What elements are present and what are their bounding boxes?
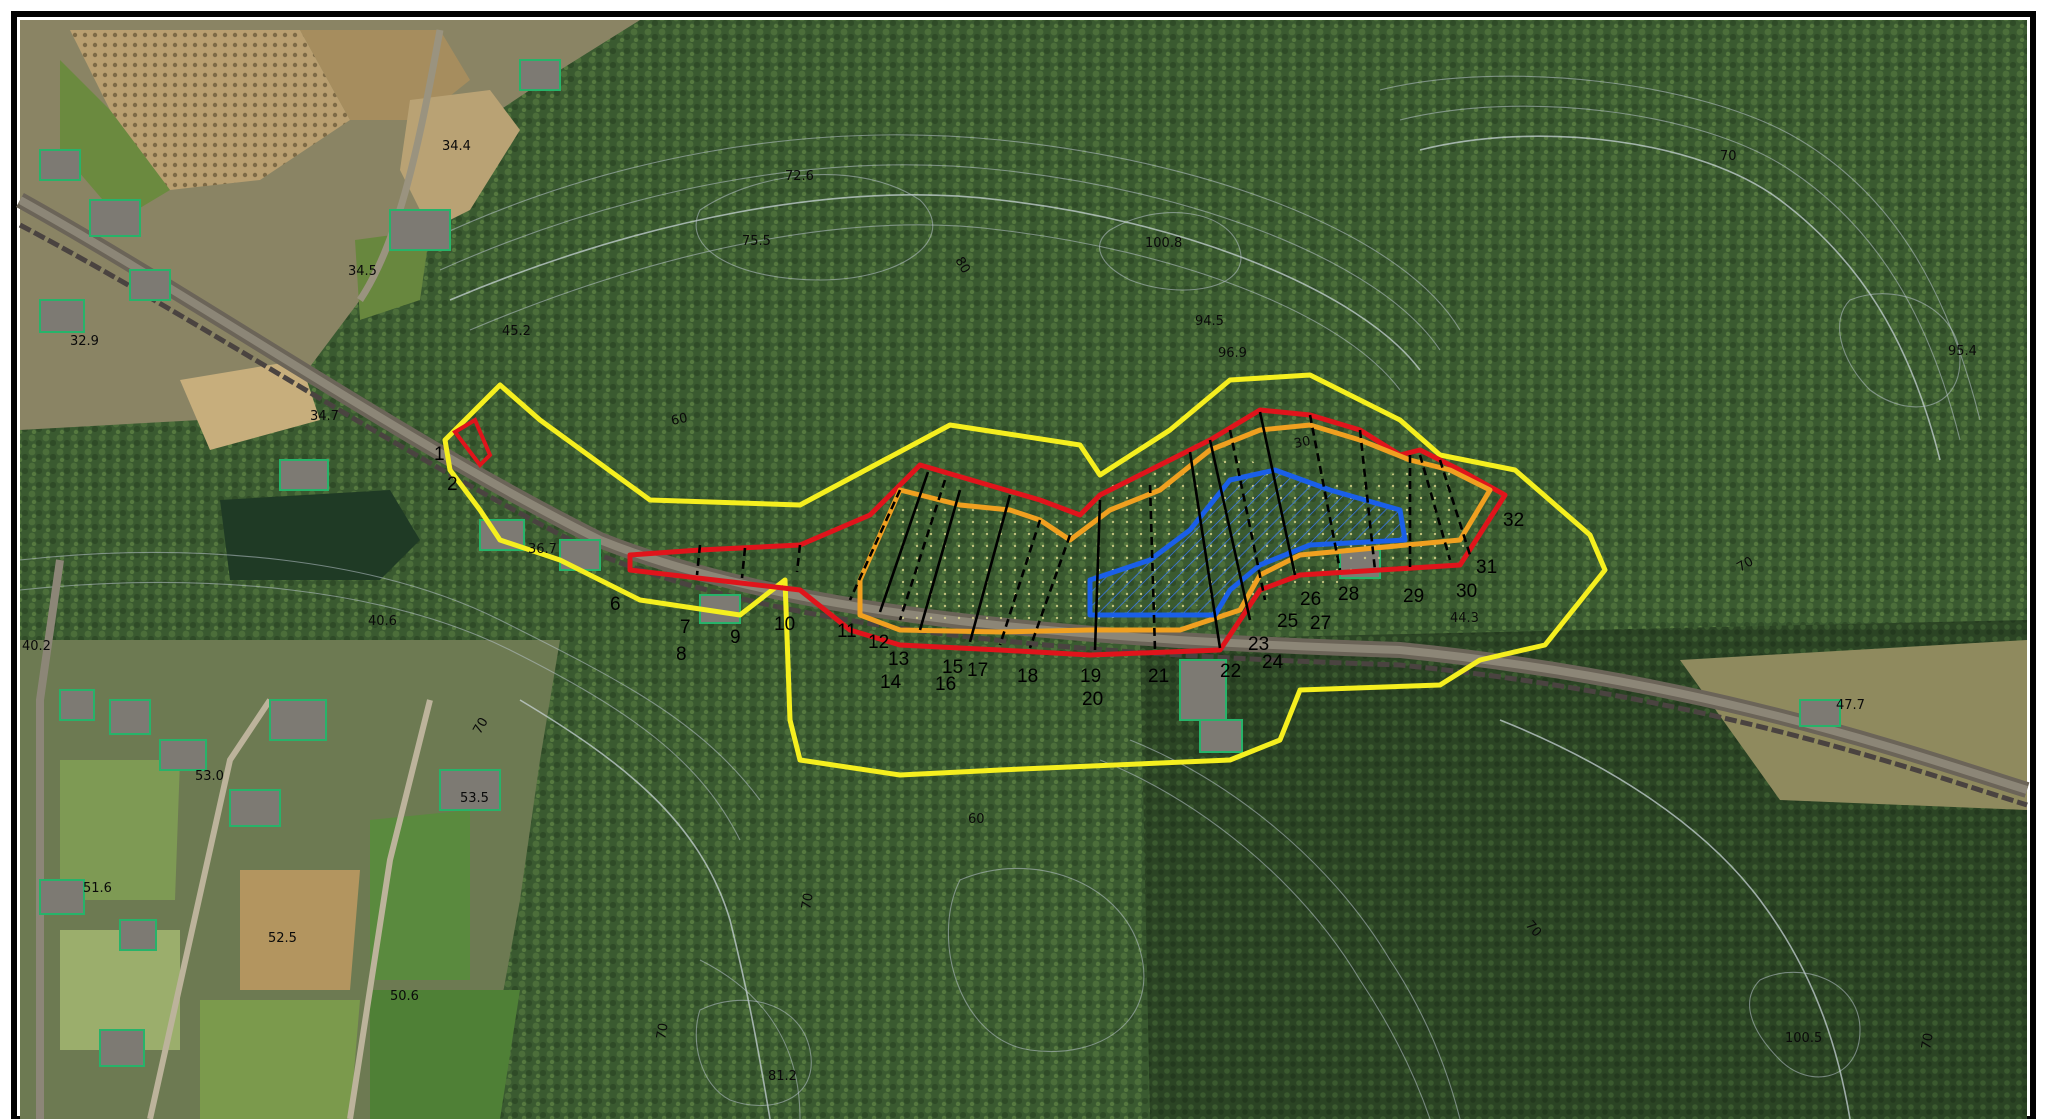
section-number: 19 [1080, 666, 1101, 687]
elevation-label: 81.2 [768, 1069, 797, 1084]
elevation-label: 53.0 [195, 769, 224, 784]
elevation-labels: 34.4 72.6 75.5 100.8 70 34.5 32.9 45.2 9… [22, 139, 1977, 1084]
section-number: 12 [868, 632, 889, 653]
section-number: 10 [774, 614, 795, 635]
slope-area-line [627, 407, 1508, 658]
section-number: 13 [888, 649, 909, 670]
section-number: 30 [1456, 581, 1477, 602]
elevation-label: 44.3 [1450, 611, 1479, 626]
section-number: 14 [880, 672, 902, 693]
section-numbers: 1 2 6 7 8 9 10 11 12 13 14 15 16 17 18 1… [434, 444, 1524, 710]
elevation-label: 70 [1919, 1032, 1937, 1051]
section-number: 7 [680, 617, 691, 638]
section-number: 18 [1017, 666, 1038, 687]
buildings [39, 59, 1841, 1067]
elevation-label: 70 [654, 1022, 672, 1041]
section-number: 31 [1476, 557, 1497, 578]
section-number: 28 [1338, 584, 1359, 605]
section-number: 9 [730, 627, 741, 648]
elevation-label: 40.6 [368, 614, 397, 629]
elevation-label: 72.6 [785, 169, 814, 184]
elevation-label: 60 [670, 411, 689, 429]
elevation-label: 30 [1293, 434, 1312, 452]
elevation-label: 50.6 [390, 989, 419, 1004]
elevation-label: 47.7 [1836, 698, 1865, 713]
elevation-label: 36.7 [528, 542, 557, 557]
section-lines [695, 411, 1472, 651]
road-network [16, 29, 2030, 1119]
section-number: 1 [434, 444, 445, 465]
section-number: 23 [1248, 634, 1269, 655]
section-number: 8 [676, 644, 687, 665]
section-number: 6 [610, 594, 621, 615]
contour-lines [19, 75, 1981, 1119]
elevation-label: 70 [470, 715, 491, 737]
map-border [11, 11, 2036, 1119]
railway-line [18, 222, 2028, 808]
section-number: 32 [1503, 510, 1524, 531]
section-number: 22 [1220, 661, 1241, 682]
section-number: 16 [935, 674, 956, 695]
small-red-boundary [452, 417, 493, 469]
section-number: 15 [942, 657, 963, 678]
section-number: 17 [967, 660, 988, 681]
section-number: 27 [1310, 613, 1331, 634]
elevation-label: 52.5 [268, 931, 297, 946]
elevation-label: 70 [799, 892, 817, 911]
elevation-label: 95.4 [1948, 344, 1977, 359]
section-number: 25 [1277, 611, 1298, 632]
elevation-label: 100.8 [1145, 236, 1182, 251]
elevation-label: 32.9 [70, 334, 99, 349]
elevation-label: 34.5 [348, 264, 377, 279]
elevation-label: 75.5 [742, 234, 771, 249]
section-number: 26 [1300, 589, 1321, 610]
elevation-label: 45.2 [502, 324, 531, 339]
elevation-label: 51.6 [83, 881, 112, 896]
elevation-label: 100.5 [1785, 1031, 1822, 1046]
elevation-label: 53.5 [460, 791, 489, 806]
elevation-label: 96.9 [1218, 346, 1247, 361]
elevation-label: 70 [1720, 149, 1737, 164]
section-number: 29 [1403, 586, 1424, 607]
section-number: 21 [1148, 666, 1169, 687]
elevation-label: 34.7 [310, 409, 339, 424]
section-number: 11 [837, 621, 857, 642]
section-number: 20 [1082, 689, 1103, 710]
elevation-label: 34.4 [442, 139, 471, 154]
inner-area-line [1087, 467, 1408, 618]
south-fields [60, 760, 520, 1119]
outer-boundary-line [442, 372, 1608, 778]
section-number: 24 [1262, 652, 1284, 673]
section-number: 2 [447, 474, 458, 495]
elevation-label: 80 [952, 255, 973, 277]
elevation-label: 40.2 [22, 639, 51, 654]
pond-area [220, 490, 420, 580]
elevation-label: 70 [1735, 554, 1757, 575]
elevation-label: 60 [968, 812, 985, 827]
elevation-label: 94.5 [1195, 314, 1224, 329]
